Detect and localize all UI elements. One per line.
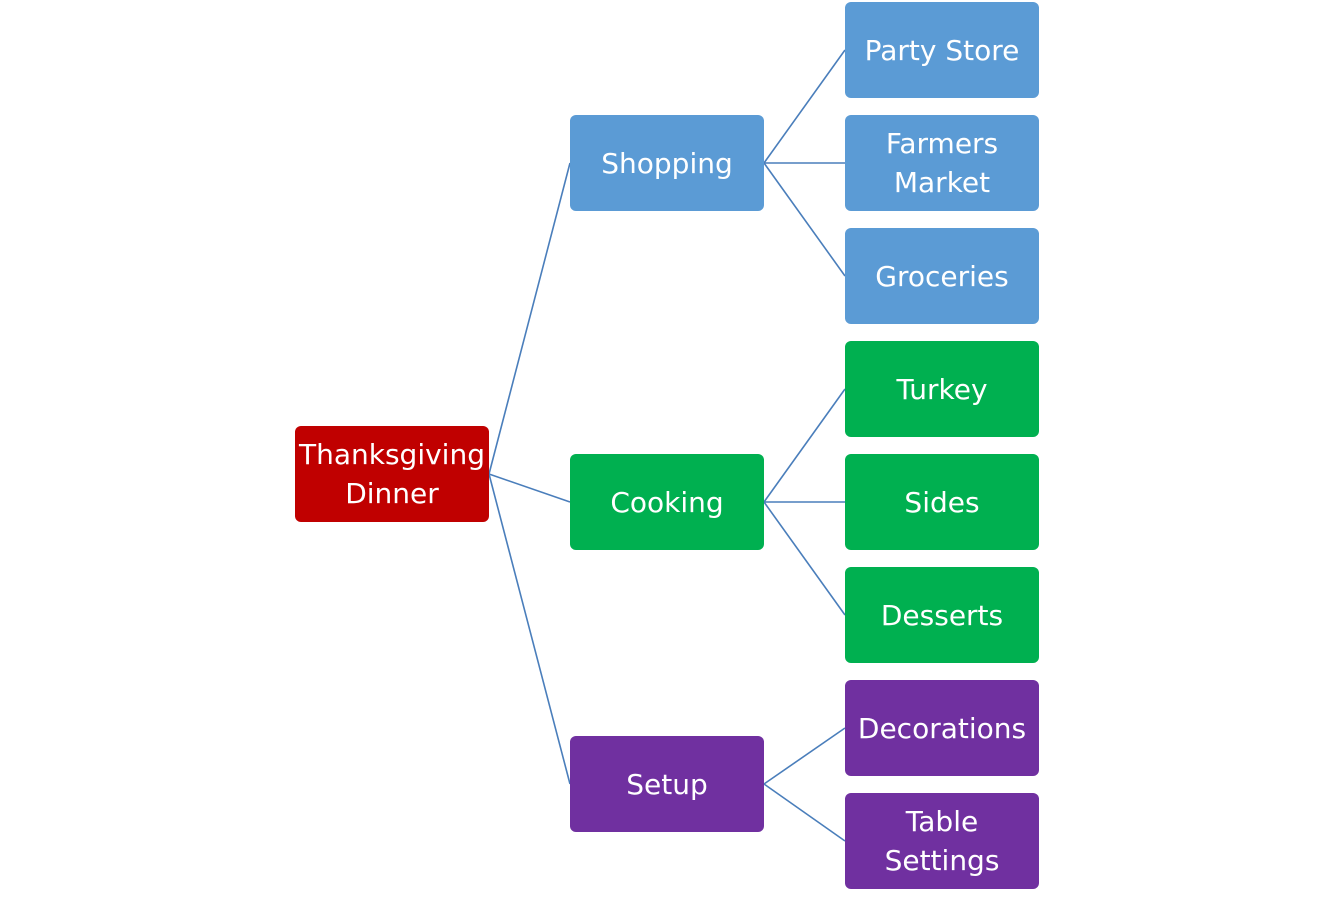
leaf-node-table-settings: Table Settings: [845, 793, 1039, 889]
leaf-node-decorations: Decorations: [845, 680, 1039, 776]
connector-cooking-turkey: [763, 388, 846, 503]
connector-setup-table-settings: [763, 783, 846, 842]
connector-root-shopping: [488, 162, 571, 475]
leaf-node-desserts: Desserts: [845, 567, 1039, 663]
category-node-shopping: Shopping: [570, 115, 764, 211]
connector-root-setup: [488, 473, 571, 785]
leaf-node-farmers-market: Farmers Market: [845, 115, 1039, 211]
connector-shopping-groceries: [763, 162, 846, 277]
leaf-node-turkey: Turkey: [845, 341, 1039, 437]
connector-shopping-party-store: [763, 49, 846, 164]
leaf-node-groceries: Groceries: [845, 228, 1039, 324]
leaf-node-party-store: Party Store: [845, 2, 1039, 98]
category-node-setup: Setup: [570, 736, 764, 832]
category-node-cooking: Cooking: [570, 454, 764, 550]
connector-setup-decorations: [763, 727, 846, 785]
connector-cooking-desserts: [763, 501, 846, 616]
leaf-node-sides: Sides: [845, 454, 1039, 550]
connector-root-cooking: [488, 473, 571, 503]
root-node-thanksgiving-dinner: Thanksgiving Dinner: [295, 426, 489, 522]
